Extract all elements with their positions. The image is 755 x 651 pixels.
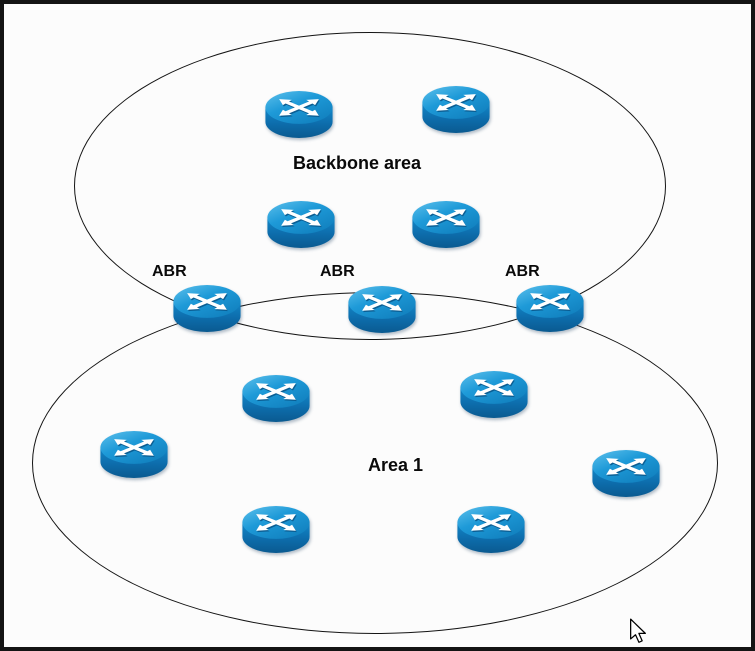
abr-label-2: ABR xyxy=(320,263,355,280)
backbone-router-3-icon xyxy=(259,193,343,251)
area1-router-1-icon xyxy=(234,367,318,425)
abr-router-1-icon xyxy=(165,277,249,335)
abr-label-3: ABR xyxy=(505,263,540,280)
backbone-area-label: Backbone area xyxy=(293,153,422,173)
area1-label: Area 1 xyxy=(368,455,424,475)
area1-router-3-icon xyxy=(92,423,176,481)
backbone-router-2-icon xyxy=(414,78,498,136)
mouse-cursor-icon xyxy=(630,618,646,643)
area1-router-2-icon xyxy=(452,363,536,421)
area1-router-5-icon xyxy=(234,498,318,556)
abr-router-2-icon xyxy=(340,278,424,336)
backbone-router-1-icon xyxy=(257,83,341,141)
backbone-router-4-icon xyxy=(404,193,488,251)
area1-router-4-icon xyxy=(584,442,668,500)
area1-router-6-icon xyxy=(449,498,533,556)
abr-label-1: ABR xyxy=(152,263,187,280)
abr-router-3-icon xyxy=(508,277,592,335)
